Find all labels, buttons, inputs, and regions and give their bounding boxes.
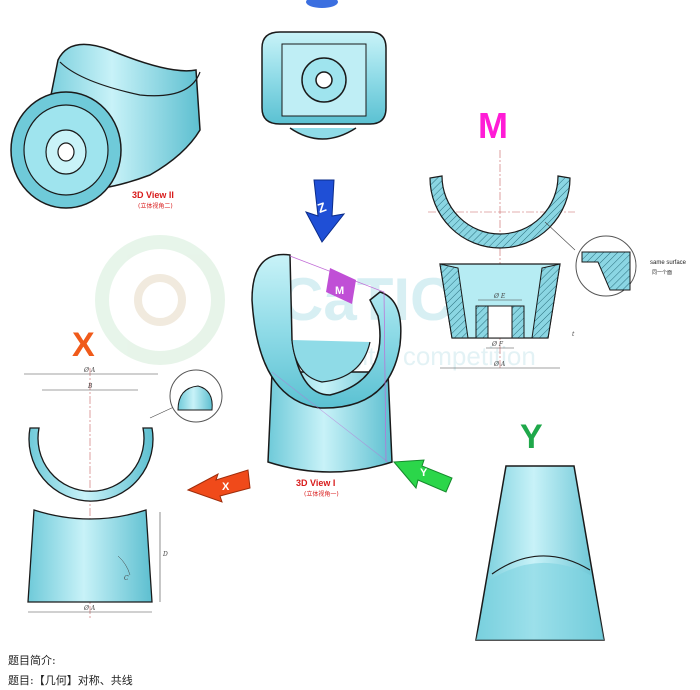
label-x: X: [72, 326, 95, 364]
dim-diam-a-bottom: Ø A: [83, 605, 96, 612]
z-arrow-icon: Z: [304, 179, 346, 243]
footer-intro: 题目简介:: [8, 654, 56, 667]
view-3d-1: M 3D View I (立体视角一): [251, 253, 402, 498]
dim-c: C: [124, 575, 129, 582]
dim-diam-e: Ø E: [493, 293, 506, 300]
section-view-m: M Ø E Ø F Ø A t same surface 同一个面: [428, 105, 687, 370]
callout-same-surface: same surface: [650, 260, 687, 266]
dim-diam-a-m: Ø A: [493, 361, 506, 368]
dim-b: B: [87, 383, 93, 390]
view-3d-1-subtitle: (立体视角一): [304, 490, 339, 498]
y-arrow-label: Y: [420, 467, 428, 479]
section-view-x: X Ø A B C D Ø A: [24, 326, 223, 618]
view-3d-1-title: 3D View I: [296, 478, 335, 488]
technical-drawing: CaTICs AD Digital competition 3D View II…: [10, 0, 687, 641]
top-view: [261, 0, 387, 140]
callout-same-surface-cn: 同一个面: [652, 270, 672, 276]
side-view-y: Y: [475, 418, 605, 641]
view-3d-2-title: 3D View II: [132, 190, 174, 200]
m-arrow-icon: [326, 268, 356, 304]
label-m: M: [478, 105, 508, 146]
dim-diam-a-top: Ø A: [83, 367, 96, 374]
dim-diam-f: Ø F: [491, 341, 504, 348]
dim-t: t: [572, 331, 575, 338]
watermark-gear-icon: [95, 235, 225, 365]
dim-d: D: [162, 551, 168, 558]
x-arrow-icon: X: [186, 469, 251, 503]
label-y: Y: [520, 418, 543, 456]
view-3d-2-subtitle: (立体视角二): [138, 202, 173, 210]
x-arrow-label: X: [222, 481, 230, 493]
m-arrow-label: M: [335, 285, 344, 297]
view-3d-2: 3D View II (立体视角二): [10, 43, 201, 210]
y-arrow-icon: Y: [392, 459, 453, 493]
footer-topic: 题目:【几何】对称、共线: [8, 674, 133, 687]
